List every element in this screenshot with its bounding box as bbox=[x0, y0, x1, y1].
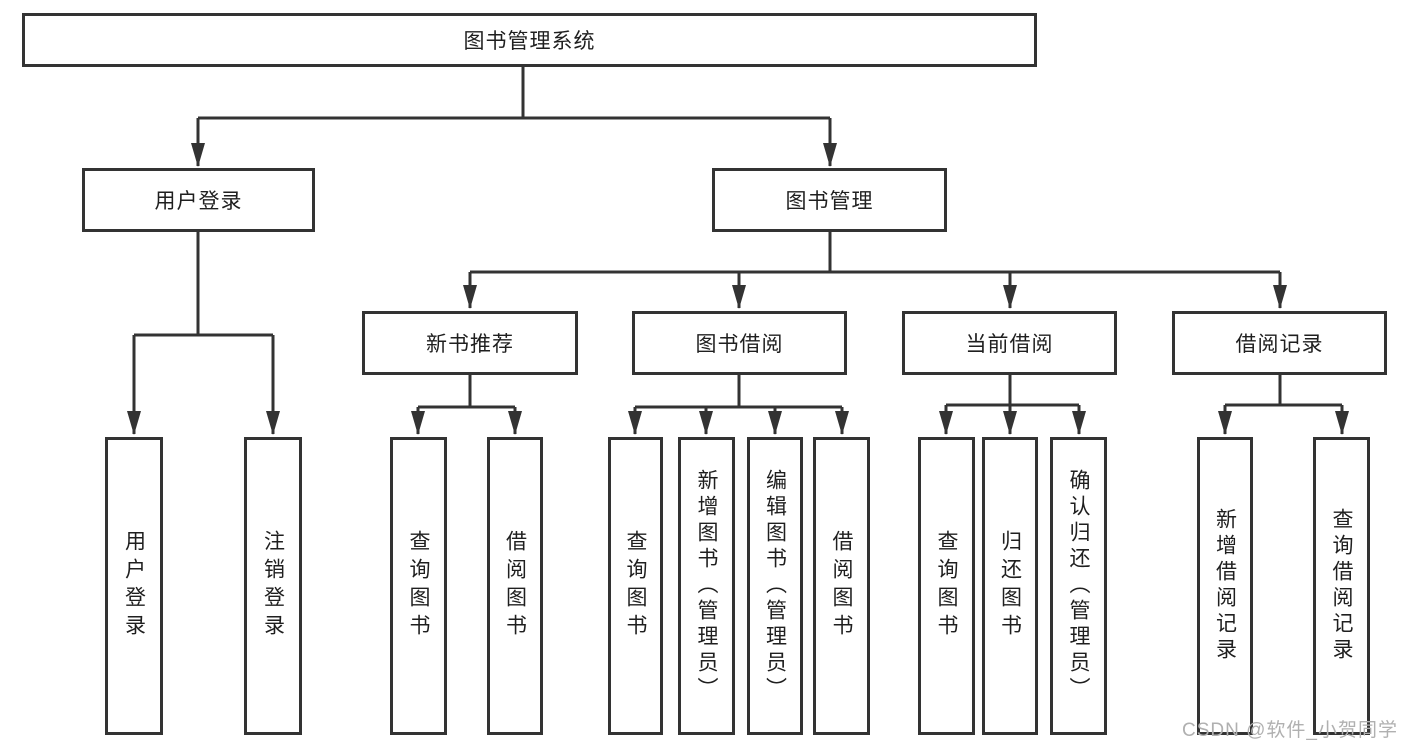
leaf-logout: 注销登录 bbox=[244, 437, 302, 735]
leaf-query-books-current: 查询图书 bbox=[918, 437, 975, 735]
node-label: 图书借阅 bbox=[695, 333, 784, 356]
node-book-management: 图书管理 bbox=[712, 168, 947, 232]
leaf-label: 归还图书 bbox=[998, 530, 1022, 642]
leaf-label: 新增借阅记录 bbox=[1213, 508, 1237, 664]
leaf-add-books-admin: 新增图书（管理员） bbox=[678, 437, 735, 735]
node-label: 图书管理 bbox=[785, 190, 874, 213]
leaf-query-borrow-record: 查询借阅记录 bbox=[1313, 437, 1370, 735]
leaf-confirm-return-admin: 确认归还（管理员） bbox=[1050, 437, 1107, 735]
leaf-label: 借阅图书 bbox=[830, 530, 853, 642]
leaf-add-borrow-record: 新增借阅记录 bbox=[1197, 437, 1253, 735]
connector-borrow-record-to-leaves bbox=[1225, 375, 1342, 407]
node-label: 用户登录 bbox=[154, 190, 243, 213]
watermark-text: CSDN @软件_小贺同学 bbox=[1182, 720, 1398, 741]
leaf-label: 编辑图书（管理员） bbox=[763, 469, 787, 703]
leaf-label: 查询图书 bbox=[624, 530, 647, 642]
leaf-label: 确认归还（管理员） bbox=[1067, 469, 1090, 703]
node-label: 新书推荐 bbox=[426, 333, 514, 356]
node-new-book-recommendation: 新书推荐 bbox=[362, 311, 578, 375]
leaf-borrow-books: 借阅图书 bbox=[813, 437, 870, 735]
leaf-borrow-books-recommend: 借阅图书 bbox=[487, 437, 543, 735]
node-current-borrowing: 当前借阅 bbox=[902, 311, 1117, 375]
leaf-edit-books-admin: 编辑图书（管理员） bbox=[747, 437, 803, 735]
connector-book-management-to-level3 bbox=[470, 232, 1280, 274]
leaf-label: 注销登录 bbox=[261, 530, 285, 642]
connector-root-to-level2 bbox=[198, 67, 830, 120]
leaf-query-books-borrowing: 查询图书 bbox=[608, 437, 663, 735]
leaf-return-books: 归还图书 bbox=[982, 437, 1038, 735]
leaf-label: 查询图书 bbox=[935, 530, 958, 642]
leaf-label: 用户登录 bbox=[122, 530, 146, 642]
connector-new-book-to-leaves bbox=[418, 375, 515, 409]
connector-book-borrow-to-leaves bbox=[635, 375, 842, 409]
node-label: 借阅记录 bbox=[1235, 333, 1324, 356]
leaf-label: 查询图书 bbox=[407, 530, 430, 642]
leaf-label: 查询借阅记录 bbox=[1330, 508, 1353, 664]
leaf-label: 借阅图书 bbox=[503, 530, 527, 642]
node-root-library-management-system: 图书管理系统 bbox=[22, 13, 1037, 67]
node-book-borrowing: 图书借阅 bbox=[632, 311, 847, 375]
connector-user-login-to-leaves bbox=[134, 232, 273, 337]
node-label: 图书管理系统 bbox=[463, 30, 596, 53]
leaf-user-login: 用户登录 bbox=[105, 437, 163, 735]
node-user-login: 用户登录 bbox=[82, 168, 315, 232]
node-borrowing-records: 借阅记录 bbox=[1172, 311, 1387, 375]
node-label: 当前借阅 bbox=[965, 333, 1054, 356]
leaf-query-books-recommend: 查询图书 bbox=[390, 437, 447, 735]
leaf-label: 新增图书（管理员） bbox=[695, 469, 718, 703]
connector-current-borrow-to-leaves bbox=[946, 375, 1079, 407]
